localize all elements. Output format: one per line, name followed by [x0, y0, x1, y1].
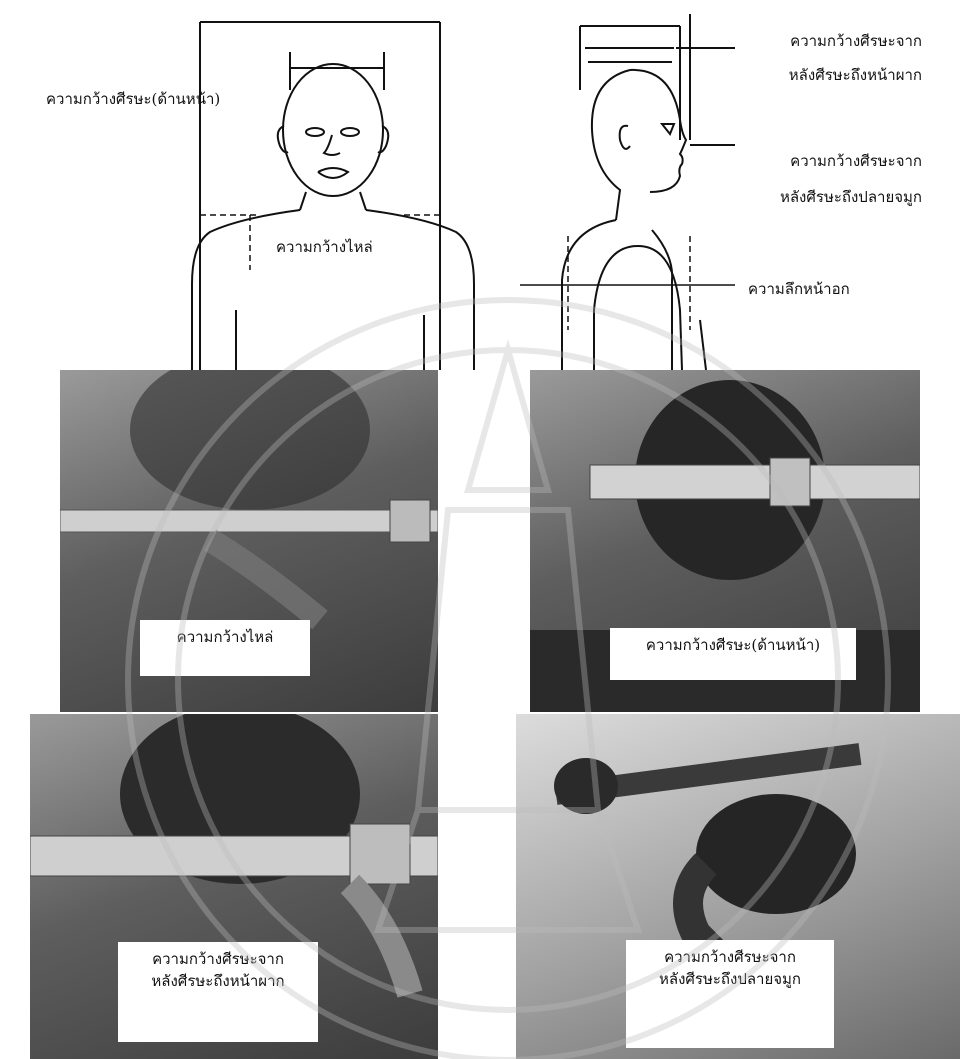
head-to-forehead-label-line2: หลังศีรษะถึงหน้าผาก	[789, 64, 922, 86]
photo-caption: ความกว้างไหล่	[140, 620, 310, 676]
photo-shoulder-width: ความกว้างไหล่	[60, 370, 438, 712]
head-to-nose-label-line2: หลังศีรษะถึงปลายจมูก	[780, 186, 922, 208]
head-width-front-label: ความกว้างศีรษะ(ด้านหน้า)	[46, 88, 220, 110]
photo-head-to-nose: ความกว้างศีรษะจาก หลังศีรษะถึงปลายจมูก	[516, 714, 960, 1059]
photo-head-to-forehead: ความกว้างศีรษะจาก หลังศีรษะถึงหน้าผาก	[30, 714, 438, 1059]
photo-caption: ความกว้างศีรษะจาก หลังศีรษะถึงปลายจมูก	[626, 940, 834, 1048]
head-to-nose-label-line1: ความกว้างศีรษะจาก	[790, 150, 922, 172]
head-to-forehead-label-line1: ความกว้างศีรษะจาก	[790, 30, 922, 52]
photo-caption: ความกว้างศีรษะจาก หลังศีรษะถึงหน้าผาก	[118, 942, 318, 1042]
photo-head-width-front: ความกว้างศีรษะ(ด้านหน้า)	[530, 370, 920, 712]
chest-depth-label: ความลึกหน้าอก	[748, 278, 850, 300]
shoulder-width-label: ความกว้างไหล่	[276, 236, 373, 258]
photo-caption: ความกว้างศีรษะ(ด้านหน้า)	[610, 628, 856, 680]
